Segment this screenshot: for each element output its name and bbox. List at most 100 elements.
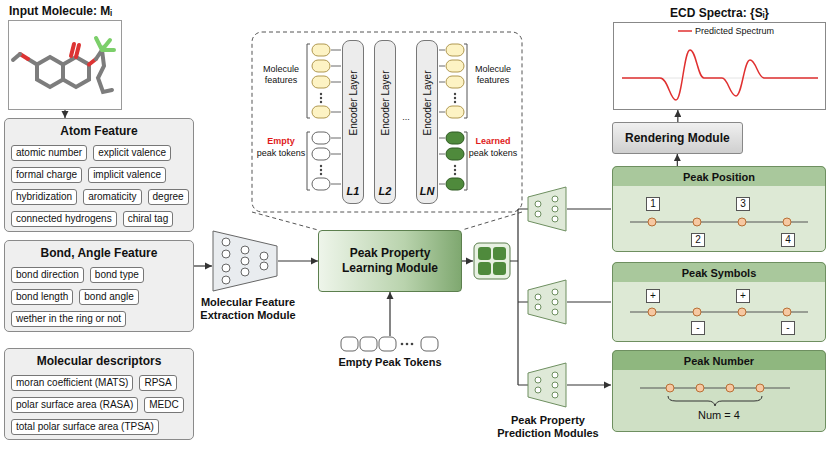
dot — [454, 165, 456, 167]
panel-body — [612, 350, 826, 432]
dot — [401, 343, 404, 346]
node-title: Peak Property Learning Module — [329, 246, 451, 276]
node-title: Peak Number — [613, 354, 825, 368]
node-title: connected hydrogens — [16, 213, 112, 225]
token — [341, 337, 358, 351]
node-title: atomic number — [16, 147, 82, 159]
neuron — [552, 392, 558, 398]
feature-chip: bond direction — [11, 267, 84, 283]
molecule-frame: Input Molecule: Mᵢ — [8, 20, 122, 110]
peak-tag: + — [646, 289, 660, 303]
fork-line — [510, 209, 528, 385]
molecule-bond — [63, 57, 89, 87]
node-title: bond angle — [84, 291, 134, 303]
token — [312, 76, 330, 88]
trapezoid-shape — [212, 230, 278, 292]
legend-line — [678, 27, 692, 35]
token-label: Molecule features — [256, 64, 306, 86]
connector-arrow — [278, 260, 318, 261]
feature-chip: explicit valence — [93, 145, 171, 161]
connector-arrow — [389, 292, 390, 336]
node-title: - — [692, 322, 704, 334]
feature-chip: bond angle — [79, 289, 139, 305]
peak-dot — [648, 308, 656, 316]
node-subtext: LN — [417, 185, 437, 197]
node-title: wether in the ring or not — [16, 313, 121, 325]
feature-chip: moran coefficient (MATS) — [11, 375, 133, 391]
node-title: + — [647, 290, 659, 302]
peak-tag: 2 — [691, 233, 705, 247]
node-title: Peak Symbols — [613, 266, 825, 280]
neuron — [222, 264, 230, 272]
feature-panel: bond directionbond typebond lengthbond a… — [4, 240, 194, 332]
empty-tokens — [312, 132, 330, 190]
neuron — [535, 304, 541, 310]
node-title: chiral tag — [128, 213, 169, 225]
node-title: 3 — [737, 198, 749, 210]
dot — [320, 101, 322, 103]
node-title: 1 — [647, 198, 659, 210]
dashed-frame — [252, 32, 522, 212]
learned-tokens — [446, 132, 464, 190]
legend-text: Predicted Spectrum — [695, 26, 774, 36]
encoder-layer: Encoder LayerLN — [416, 40, 438, 204]
token — [446, 178, 464, 190]
dot — [454, 101, 456, 103]
feature-panel: moran coefficient (MATS) RPSA polar surfac… — [4, 348, 194, 440]
feature-chip: RPSA — [139, 375, 176, 391]
node-title: ECD Spectra: {Sᵢ} — [614, 6, 825, 20]
neuron — [222, 276, 230, 284]
neuron — [222, 250, 230, 258]
token-row: Empty Peak Tokens — [340, 336, 440, 352]
feature-chip: MEDC — [144, 397, 183, 413]
feature-chip: wether in the ring or not — [11, 311, 126, 327]
dot — [454, 93, 456, 95]
neuron — [552, 206, 558, 212]
peak-panel: +-+-Peak Symbols — [612, 262, 826, 342]
node-title: Molecular Feature Extraction Module — [196, 296, 300, 322]
node-title: Encoder Layer — [348, 70, 359, 135]
peak-dot — [666, 384, 674, 392]
cell — [493, 247, 506, 260]
token — [312, 44, 330, 56]
rendering-module: Rendering Module — [612, 122, 743, 154]
node-title: Molecular descriptors — [5, 354, 193, 368]
trapezoid — [528, 280, 566, 324]
node-subtext: L1 — [343, 185, 363, 197]
node-title: implicit valence — [93, 169, 161, 181]
node-title: 4 — [782, 234, 794, 246]
dot — [320, 173, 322, 175]
node-title: - — [782, 322, 794, 334]
connector-arrow — [194, 265, 212, 266]
token-label: peak tokens — [256, 148, 306, 159]
peak-dot — [726, 384, 734, 392]
peak-dot — [738, 218, 746, 226]
token — [360, 337, 377, 351]
node-title: MEDC — [149, 399, 178, 411]
molecule-bond — [96, 38, 114, 50]
molecule-bond — [96, 50, 112, 92]
peak-dot — [783, 218, 791, 226]
feature-chip: total polar surface area (TPSA) — [11, 419, 159, 435]
panel-header — [612, 262, 826, 282]
node-title: hybridization — [16, 191, 72, 203]
cell — [478, 262, 491, 275]
feature-chip: implicit valence — [88, 167, 166, 183]
node-title: polar surface area (RASA) — [16, 399, 133, 411]
neuron — [535, 211, 541, 217]
peak-dot — [783, 308, 791, 316]
neuron — [241, 257, 249, 265]
connector-arrow — [64, 110, 65, 118]
feature-chip: polar surface area (RASA) — [11, 397, 138, 413]
dot — [406, 343, 409, 346]
panel-body — [612, 262, 826, 342]
trapezoid — [528, 363, 566, 407]
prediction-module — [528, 187, 566, 407]
token-label: Molecule features — [468, 64, 518, 86]
neuron — [241, 246, 249, 254]
token — [421, 337, 438, 351]
learning-module: Peak Property Learning Module — [318, 230, 462, 292]
token — [312, 178, 330, 190]
neuron — [552, 382, 558, 388]
trapezoid — [213, 231, 277, 291]
